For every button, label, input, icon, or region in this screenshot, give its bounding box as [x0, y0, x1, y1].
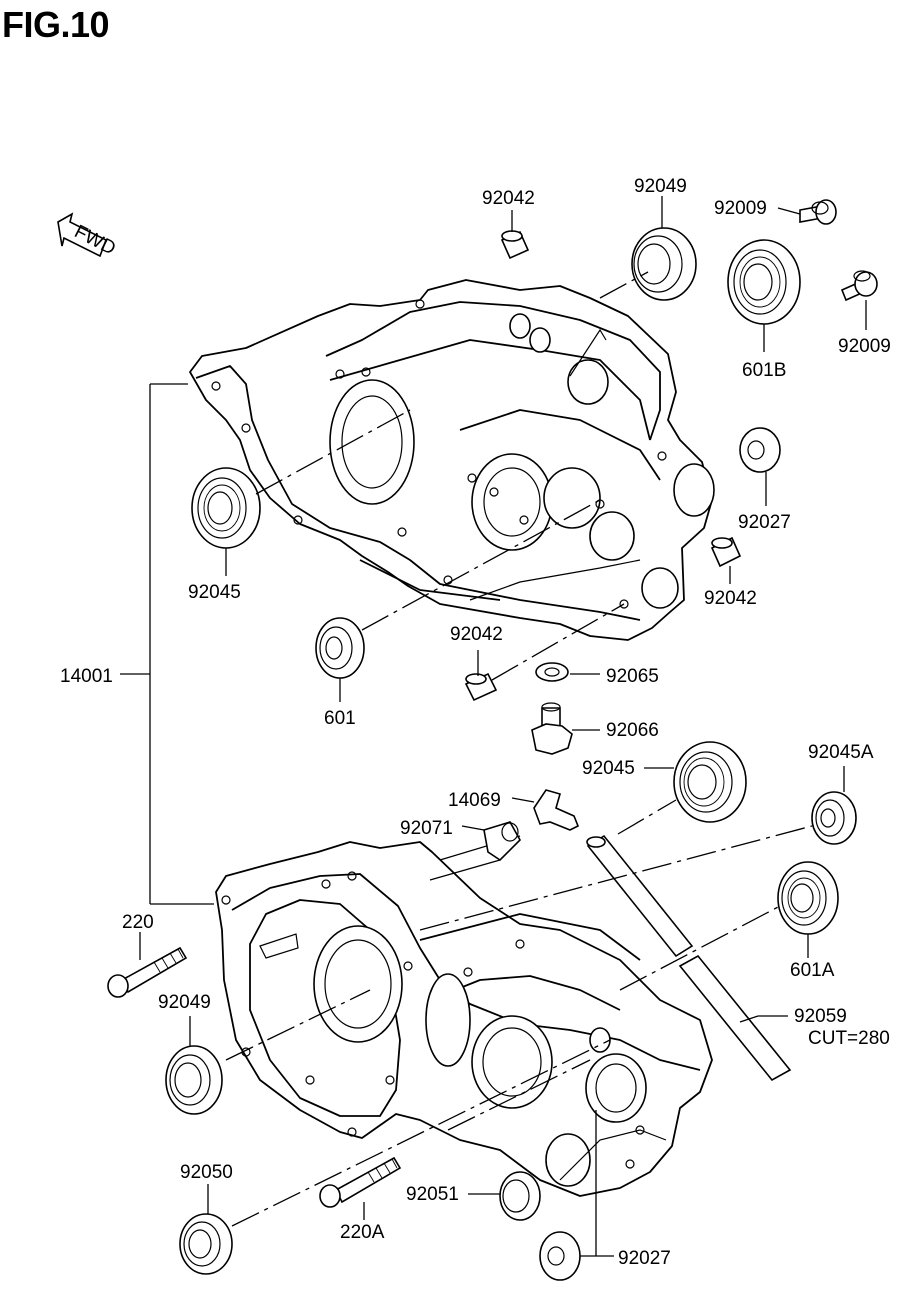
part-label-92050: 92050: [180, 1162, 233, 1183]
bearing-92045-mid: [673, 741, 747, 823]
dowel-pin-92042-right: [710, 536, 742, 568]
fwd-arrow-icon: FWD: [57, 212, 119, 260]
drain-plug-92066: [531, 702, 573, 755]
part-label-92051: 92051: [406, 1184, 459, 1205]
bearing-601: [315, 617, 365, 679]
oil-seal-92050: [179, 1213, 233, 1275]
bolt-220: [107, 946, 188, 998]
part-label-92042-mid: 92042: [450, 624, 503, 645]
part-label-92045-left: 92045: [188, 582, 241, 603]
part-label-220: 220: [122, 912, 154, 933]
part-label-92042-right: 92042: [704, 588, 757, 609]
part-label-92042-top: 92042: [482, 188, 535, 209]
part-label-92027-right: 92027: [738, 512, 791, 533]
bolt-220a: [319, 1156, 402, 1208]
part-label-92045a: 92045A: [808, 742, 874, 763]
bearing-601a: [777, 861, 839, 935]
part-label-92009-a: 92009: [714, 198, 767, 219]
oil-seal-92049-top: [631, 227, 697, 301]
upper-crankcase-half: [189, 279, 715, 641]
part-label-cut: CUT=280: [808, 1028, 890, 1049]
oil-seal-92051: [499, 1171, 541, 1221]
part-label-220a: 220A: [340, 1222, 385, 1243]
leader-lines: [120, 196, 867, 1257]
part-label-92065: 92065: [606, 666, 659, 687]
part-labels: 92042 92049 92009 92009 601B 92027 92042…: [60, 176, 891, 1269]
figure-title: FIG.10: [2, 4, 110, 45]
bearing-92045a: [811, 791, 857, 845]
part-label-92071: 92071: [400, 818, 453, 839]
bearing-601b: [727, 239, 801, 325]
part-label-92049-top: 92049: [634, 176, 687, 197]
clamp-92071: [483, 821, 521, 862]
part-label-92045-mid: 92045: [582, 758, 635, 779]
part-label-92049-bottom: 92049: [158, 992, 211, 1013]
dowel-pin-92042-top: [500, 230, 530, 260]
oil-seal-92049-bottom: [165, 1045, 223, 1115]
part-label-14069: 14069: [448, 790, 501, 811]
part-label-92059: 92059: [794, 1006, 847, 1027]
part-label-92066: 92066: [606, 720, 659, 741]
part-label-92027-bottom: 92027: [618, 1248, 671, 1269]
lower-crankcase-half: [215, 835, 713, 1197]
screw-92009-a: [799, 199, 837, 225]
hose-92059: [586, 834, 792, 1082]
fitting-14069: [533, 789, 580, 831]
screw-92009-b: [840, 270, 878, 302]
washer-92065: [535, 662, 569, 682]
part-label-14001: 14001: [60, 666, 113, 687]
part-label-601b: 601B: [742, 360, 786, 381]
collar-92027-bottom: [539, 1231, 581, 1281]
dowel-pin-92042-mid: [464, 672, 498, 702]
collar-92027-right: [739, 427, 781, 473]
bearing-92045-left: [191, 467, 261, 549]
part-label-601a: 601A: [790, 960, 835, 981]
part-label-601: 601: [324, 708, 356, 729]
part-label-92009-b: 92009: [838, 336, 891, 357]
